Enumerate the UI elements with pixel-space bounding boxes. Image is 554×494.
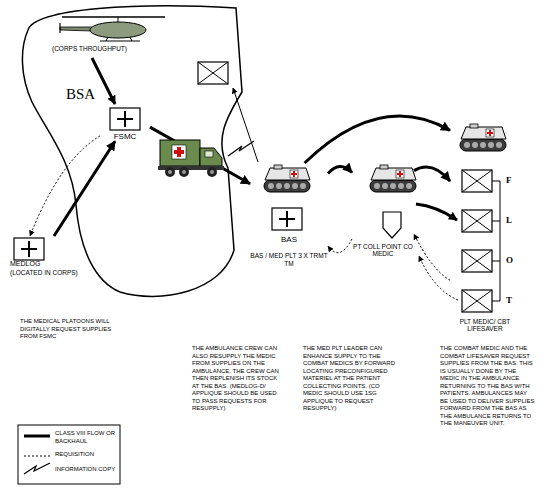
note-text: THE AMBULANCE CREW CAN ALSO RESUPPLY THE… xyxy=(192,345,284,413)
node-title: PT COLL POINT CO MEDIC xyxy=(352,243,414,258)
note-text: THE COMBAT MEDIC AND THE COMBAT LIFESAVE… xyxy=(440,345,535,428)
info-arrow xyxy=(233,88,258,162)
information-copy-symbol xyxy=(228,141,254,156)
unit-node: BAS BAS / MED PLT 3 X TRMT TM xyxy=(250,163,328,267)
unit-symbol xyxy=(462,290,492,312)
supply-flow-arrow xyxy=(54,141,115,236)
throughput-arrow xyxy=(92,58,115,104)
bsa-area-outline xyxy=(22,6,242,297)
legend-text: REQUISITION xyxy=(55,451,117,459)
supply-flow-arrow xyxy=(414,167,450,181)
requisition-arrow xyxy=(414,234,450,280)
unit-symbol xyxy=(198,62,228,84)
fsmc-symbol xyxy=(110,108,140,130)
unit-node: FSMC xyxy=(100,106,150,141)
node-title: PLT MEDIC/ CBT LIFESAVER xyxy=(450,318,520,333)
flot-letter: F xyxy=(506,175,512,186)
bas-symbol xyxy=(272,208,302,230)
unit-symbol xyxy=(462,170,492,192)
node-title: BAS xyxy=(250,235,328,244)
flot-bracket xyxy=(492,181,500,301)
ambulance-truck xyxy=(158,140,224,177)
legend-text: INFORMATION COPY xyxy=(55,466,117,474)
requisition-arrow xyxy=(328,239,352,253)
helicopter xyxy=(60,17,165,41)
legend-text: CLASS VIII FLOW OR BACKHAUL xyxy=(55,430,117,445)
unit-symbol xyxy=(462,210,492,232)
requisition-arrow xyxy=(30,136,100,236)
requisition-arrow xyxy=(419,256,458,300)
node-text: BSA xyxy=(66,86,95,103)
note-text: THE MED PLT LEADER CAN ENHANCE SUPPLY TO… xyxy=(303,345,395,413)
flot-letter: T xyxy=(506,295,512,306)
supply-arrow xyxy=(416,204,457,220)
collecting-point-symbol xyxy=(383,212,401,238)
flot-letter: O xyxy=(506,255,513,266)
unit-node: PT COLL POINT CO MEDIC xyxy=(352,163,414,258)
tracked-ambulance xyxy=(460,124,506,151)
supply-flow-arrow xyxy=(328,166,352,173)
node-title: (CORPS THROUGHPUT) xyxy=(52,45,127,52)
node-text: BAS / MED PLT 3 X TRMT TM xyxy=(250,252,328,267)
node-title: MEDLOG xyxy=(10,260,90,268)
flot-letter: L xyxy=(506,215,512,226)
supply-flow-arrow xyxy=(305,116,450,163)
node-text: (LOCATED IN CORPS) xyxy=(10,269,90,276)
legend-box xyxy=(18,425,120,484)
node-title: FSMC xyxy=(100,132,150,141)
supply-flow-arrow xyxy=(150,127,250,184)
tracked-ambulance xyxy=(370,165,416,192)
unit-node: MEDLOG(LOCATED IN CORPS) xyxy=(10,236,90,277)
medlog-symbol xyxy=(14,238,44,260)
tracked-ambulance xyxy=(264,165,310,192)
note-text: THE MEDICAL PLATOONS WILL DIGITALLY REQU… xyxy=(20,318,120,341)
unit-symbol xyxy=(462,250,492,272)
